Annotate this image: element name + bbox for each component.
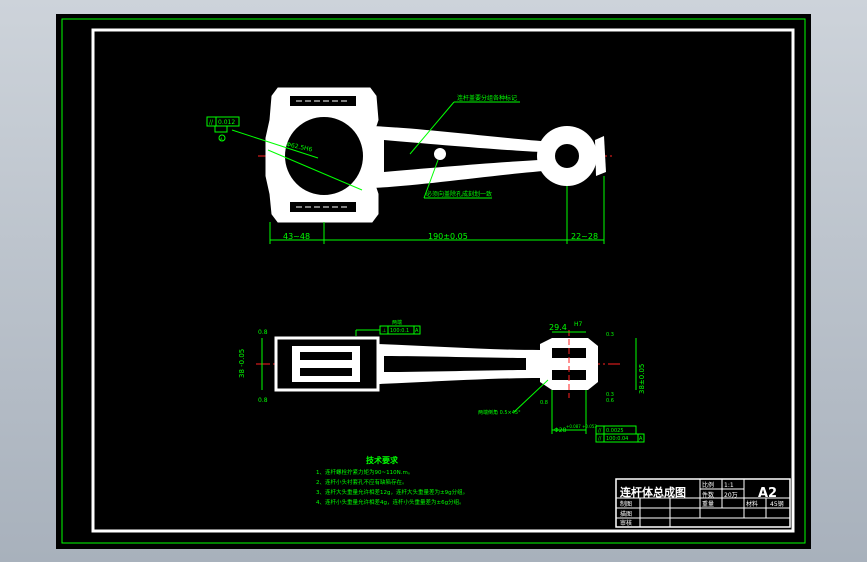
tol-frame-datum: A: [220, 137, 223, 142]
weight-label: 重量: [702, 500, 714, 508]
dim-width: 29.4: [549, 323, 567, 332]
side-tol-frame-1: ⊥ 100:0.1 A 两端: [355, 319, 421, 336]
top-dimension-line: 43~48 190±0.05 22~28: [269, 176, 605, 244]
tol3-value: 100:0.04: [606, 436, 628, 442]
tol3-datum: A: [639, 436, 643, 442]
dim-left-bottom: 0.8: [258, 397, 268, 404]
dim-left-height: 38 -0.05: [238, 349, 246, 378]
dim-lower: Φ28: [554, 427, 567, 434]
tol-leader: [231, 129, 319, 159]
tol2-symbol: //: [598, 428, 602, 434]
shank-i-beam-web: [384, 140, 540, 172]
dim-lower-tol: +0.087 +0.053: [566, 424, 597, 429]
dim-center: 190±0.05: [428, 232, 468, 241]
material-value: 45钢: [770, 500, 784, 508]
callout-1-leader: [409, 101, 455, 155]
tol-frame-symbol: //: [209, 119, 214, 126]
title-row-2: 描图: [620, 510, 632, 518]
callout-2-text: 必须向盖除孔成刻划一致: [426, 190, 492, 198]
tech-item-3: 3、连杆大头重量允许相差12g，连杆大头重量差为±9g分组。: [316, 488, 468, 496]
tol2-value: 0.0025: [606, 428, 624, 434]
oil-hole: [434, 148, 446, 160]
tech-item-4: 4、连杆小头重量允许相差4g，连杆小头重量差为±6g分组。: [316, 498, 465, 506]
dim-right-height: 38±0.05: [638, 364, 646, 394]
dim-small-a: 0.3: [606, 332, 614, 338]
side-dimensions: 38 -0.05 0.8 0.8 29.4 H7 38±0.05 0.3 0.3…: [238, 321, 646, 434]
paper-sheet: [56, 14, 811, 549]
top-view: 连杆盖要分组各种标记 必须向盖除孔成刻划一致 Φ62.5H6 // 0.012 …: [206, 87, 612, 244]
small-end-side: [540, 338, 598, 390]
quantity-value: 20万: [724, 492, 738, 499]
tech-item-2: 2、连杆小头衬套孔不应有缺陷存在。: [316, 478, 408, 486]
scale-value: 1:1: [724, 482, 734, 489]
title-row-3: 审核: [620, 519, 632, 527]
side-tol-frame-2: // 0.0025 // 100:0.04 A: [595, 425, 645, 443]
dim-left: 43~48: [283, 232, 310, 241]
sheet-size: A2: [758, 486, 777, 501]
scale-label: 比例: [702, 481, 714, 489]
tech-heading: 技术要求: [366, 455, 399, 465]
material-label: 材料: [746, 500, 758, 508]
big-end-slot-b: [300, 368, 352, 376]
side-view: 38 -0.05 0.8 0.8 29.4 H7 38±0.05 0.3 0.3…: [238, 319, 646, 443]
big-end-bore: [283, 115, 365, 197]
callout-2-leader: [423, 159, 439, 199]
big-end-slot-a: [300, 352, 352, 360]
tol1-datum: A: [415, 328, 419, 334]
small-end-bore: [553, 142, 581, 170]
dim-width-tol: H7: [574, 321, 583, 328]
inner-frame: [91, 28, 795, 533]
side-top-note: 两端: [392, 319, 402, 326]
tech-requirements: 技术要求 1、连杆螺栓拧紧力矩为90~110N.m。 2、连杆小头衬套孔不应有缺…: [316, 455, 468, 506]
dim-left-top: 0.8: [258, 329, 268, 336]
dim-small-b: 0.3: [606, 392, 614, 398]
top-tol-frame: // 0.012 A: [206, 116, 240, 142]
drawing-title: 连杆体总成图: [620, 485, 686, 499]
dim-small-d: 0.6: [606, 398, 614, 404]
bevel-leader: [513, 379, 549, 413]
dim-right: 22~28: [571, 232, 598, 241]
bevel-note: 两端倒角 0.5×45°: [478, 409, 521, 416]
small-end-lug: [595, 136, 606, 176]
outer-frame: [61, 18, 806, 544]
tol3-symbol: //: [598, 436, 602, 442]
quantity-label: 件数: [702, 491, 714, 499]
diameter-leader: [267, 149, 363, 191]
title-block: 连杆体总成图 比例 1:1 件数 20万 A2 重量 材料 45钢 制图 描图 …: [615, 478, 791, 528]
title-row-1: 制图: [620, 500, 632, 508]
tol1-value: 100:0.1: [390, 328, 409, 334]
tol-frame-value: 0.012: [218, 119, 235, 126]
tech-item-1: 1、连杆螺栓拧紧力矩为90~110N.m。: [316, 468, 413, 476]
shank-side-groove: [384, 356, 526, 372]
tol1-symbol: ⊥: [382, 328, 386, 334]
big-end-side-fill: [292, 346, 360, 382]
datum-marker: [218, 134, 226, 142]
callout-1-text: 连杆盖要分组各种标记: [457, 94, 517, 102]
dim-small-c: 0.8: [540, 400, 548, 406]
